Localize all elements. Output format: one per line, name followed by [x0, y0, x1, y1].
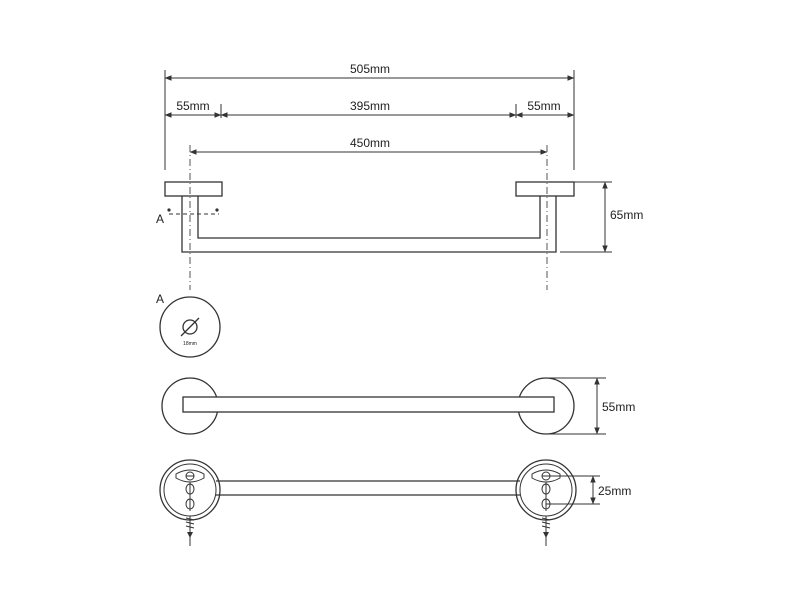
front-view: 55mm [161, 377, 635, 435]
left-wall-screw-icon [185, 516, 195, 546]
left-set-screw-icon [175, 469, 205, 483]
section-a-label: A [156, 292, 164, 306]
overall-width-label: 505mm [350, 62, 390, 76]
diameter-symbol-icon [180, 317, 200, 337]
flange-diameter-label: 55mm [602, 400, 635, 414]
dimension-group-top: 505mm 55mm 395mm 55mm 450mm [164, 62, 575, 170]
center-span-label: 395mm [350, 99, 390, 113]
left-flange [164, 181, 223, 197]
hole-spacing-label: 450mm [350, 136, 390, 150]
projection-depth-label: 65mm [610, 208, 643, 222]
bar-diameter-label: 18mm [183, 341, 197, 347]
right-mount [515, 459, 577, 546]
right-flange [515, 181, 575, 197]
section-a-detail: A 18mm [156, 292, 221, 358]
mounting-view: 25mm [159, 459, 631, 546]
towel-bar-profile [181, 196, 557, 253]
left-flange-label: 55mm [176, 99, 209, 113]
section-a-outline [159, 296, 221, 358]
right-set-screw-icon [531, 469, 561, 483]
section-cut-label: A [156, 212, 164, 226]
section-cut-marker: A [156, 208, 219, 226]
right-flange-label: 55mm [527, 99, 560, 113]
towel-bar-front [182, 396, 555, 413]
mount-height-label: 25mm [598, 484, 631, 498]
bar-cross-section [182, 319, 198, 335]
left-mount [159, 459, 221, 546]
side-elevation-view: A 65mm [156, 145, 643, 290]
right-wall-screw-icon [541, 516, 551, 546]
